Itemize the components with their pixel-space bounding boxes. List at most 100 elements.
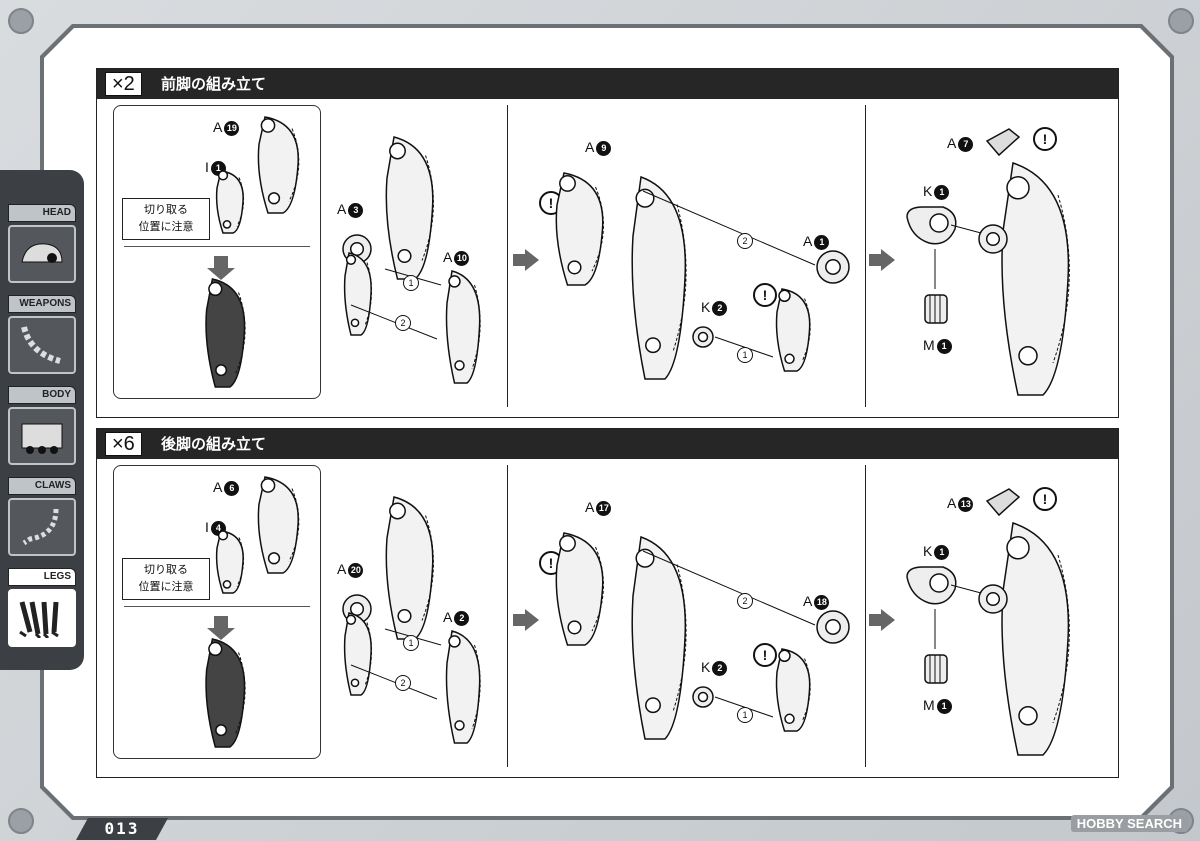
part-number: 1 bbox=[934, 184, 950, 200]
step-number: 1 bbox=[403, 275, 419, 291]
legs-icon bbox=[8, 589, 76, 647]
part-letter: A bbox=[947, 135, 957, 151]
part-number: 20 bbox=[348, 562, 364, 578]
part-number: 7 bbox=[958, 136, 974, 152]
part-letter: A bbox=[337, 201, 347, 217]
assembly-line bbox=[950, 584, 982, 594]
part-number: 2 bbox=[712, 660, 728, 676]
panel-divider bbox=[507, 465, 508, 767]
leg-part-drawing bbox=[343, 252, 373, 336]
leg-part-drawing bbox=[215, 170, 244, 234]
tab-weapons[interactable]: WEAPONS bbox=[8, 295, 76, 375]
part-letter: I bbox=[205, 519, 209, 535]
joint-part-drawing bbox=[816, 610, 850, 644]
tab-claws[interactable]: CLAWS bbox=[8, 477, 76, 557]
tab-label: CLAWS bbox=[8, 477, 76, 495]
quantity-badge: ×6 bbox=[105, 432, 142, 456]
cylinder-part-drawing bbox=[924, 654, 948, 684]
joint-part-drawing bbox=[978, 224, 1008, 254]
part-letter: A bbox=[443, 609, 453, 625]
tab-head[interactable]: HEAD bbox=[8, 204, 76, 284]
next-step-arrow-icon bbox=[513, 609, 539, 631]
weapons-icon bbox=[8, 316, 76, 374]
part-number: 1 bbox=[936, 338, 952, 354]
down-arrow-icon bbox=[207, 256, 235, 280]
part-letter: M bbox=[923, 337, 935, 353]
leg-part-drawing bbox=[445, 270, 481, 384]
step-number: 1 bbox=[403, 635, 419, 651]
leg-part-drawing bbox=[343, 612, 373, 696]
panel-divider bbox=[865, 465, 866, 767]
cut-position-callout: 切り取る 位置に注意 bbox=[122, 558, 210, 600]
part-number: 1 bbox=[934, 544, 950, 560]
armor-plate-drawing bbox=[985, 488, 1021, 517]
down-arrow-icon bbox=[207, 616, 235, 640]
leg-part-drawing bbox=[555, 172, 604, 286]
step-number: 2 bbox=[737, 593, 753, 609]
caution-icon: ! bbox=[753, 283, 777, 307]
leg-part-drawing bbox=[205, 278, 246, 388]
part-letter: A bbox=[585, 499, 595, 515]
step-number: 2 bbox=[737, 233, 753, 249]
part-letter: M bbox=[923, 697, 935, 713]
part-letter: A bbox=[585, 139, 595, 155]
section-title: 後脚の組み立て bbox=[161, 435, 267, 453]
claws-icon bbox=[8, 498, 76, 556]
next-step-arrow-icon bbox=[869, 609, 895, 631]
section-header: ×2 前脚の組み立て bbox=[97, 69, 1118, 99]
step-number: 2 bbox=[395, 675, 411, 691]
joint-part-drawing bbox=[978, 584, 1008, 614]
part-letter: K bbox=[701, 299, 711, 315]
leg-part-drawing bbox=[385, 136, 434, 280]
separator bbox=[124, 246, 310, 247]
leg-part-drawing bbox=[215, 530, 244, 594]
assembly-line bbox=[934, 249, 936, 289]
rivet-icon bbox=[8, 8, 34, 34]
assembly-line bbox=[642, 550, 816, 626]
armor-plate-drawing bbox=[985, 128, 1021, 157]
part-number: 13 bbox=[958, 496, 974, 512]
section-title: 前脚の組み立て bbox=[161, 75, 267, 93]
separator bbox=[124, 606, 310, 607]
callout-line: 位置に注意 bbox=[138, 580, 194, 593]
quantity-badge: ×2 bbox=[105, 72, 142, 96]
next-step-arrow-icon bbox=[869, 249, 895, 271]
part-letter: A bbox=[443, 249, 453, 265]
part-letter: A bbox=[947, 495, 957, 511]
part-number: 9 bbox=[596, 140, 612, 156]
part-number: 17 bbox=[596, 500, 612, 516]
leg-part-drawing bbox=[1001, 162, 1070, 396]
joint-part-drawing bbox=[692, 326, 714, 348]
tab-body[interactable]: BODY bbox=[8, 386, 76, 466]
callout-line: 切り取る bbox=[144, 203, 188, 216]
category-sidebar: HEAD WEAPONS BODY CLAWS LEGS bbox=[0, 170, 84, 670]
head-icon bbox=[8, 225, 76, 283]
part-number: 19 bbox=[224, 120, 240, 136]
part-letter: K bbox=[701, 659, 711, 675]
assembly-line bbox=[350, 664, 438, 700]
part-number: 2 bbox=[712, 300, 728, 316]
caution-icon: ! bbox=[1033, 127, 1057, 151]
leg-part-drawing bbox=[205, 638, 246, 748]
page-number: 013 bbox=[76, 818, 168, 840]
leg-part-drawing bbox=[257, 116, 300, 214]
caution-icon: ! bbox=[1033, 487, 1057, 511]
tab-legs[interactable]: LEGS bbox=[8, 568, 76, 648]
